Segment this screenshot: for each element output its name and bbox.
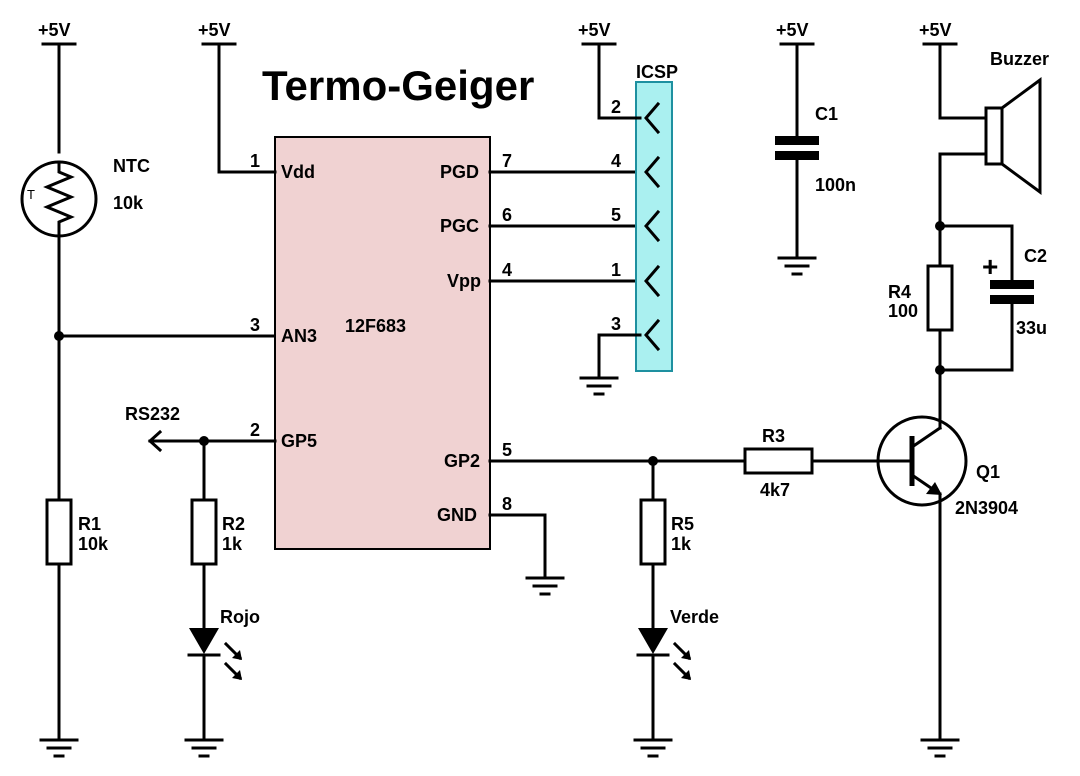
pin-num: 5	[502, 440, 512, 460]
transistor-q1: Q1 2N3904	[875, 415, 1018, 518]
vcc-buzzer: +5V	[919, 20, 958, 46]
vcc-ic: +5V	[198, 20, 237, 46]
r2-value: 1k	[222, 534, 243, 554]
r3-ref: R3	[762, 426, 785, 446]
vcc-label: +5V	[38, 20, 71, 40]
pin-num: 3	[250, 315, 260, 335]
c2-ref: C2	[1024, 246, 1047, 266]
icsp-header: ICSP 2 4 5 1 3	[597, 42, 678, 372]
vcc-ntc: +5V	[38, 20, 77, 46]
pin-name: AN3	[281, 326, 317, 346]
icsp-pin-num: 4	[611, 151, 621, 171]
ic-12f683: 12F683 1 Vdd 3 AN3 2 GP5 7 PGD 6 PGC 4 V…	[148, 42, 879, 572]
r5-value: 1k	[671, 534, 692, 554]
capacitor-c1: C1 100n	[775, 42, 856, 252]
r5-ref: R5	[671, 514, 694, 534]
resistor-r2: R2 1k	[190, 498, 245, 566]
q1-value: 2N3904	[955, 498, 1018, 518]
icsp-pin-num: 3	[611, 314, 621, 334]
vcc-label: +5V	[578, 20, 611, 40]
pin-name: GND	[437, 505, 477, 525]
resistor-r4: R4 100	[888, 264, 954, 332]
resistor-r3: R3 4k7	[743, 426, 814, 500]
ntc-thermistor: T NTC 10k	[20, 156, 150, 238]
resistor-r5: R5 1k	[639, 498, 694, 566]
ntc-value: 10k	[113, 193, 144, 213]
vcc-label: +5V	[776, 20, 809, 40]
buzzer-label: Buzzer	[990, 49, 1049, 69]
icsp-pin-num: 1	[611, 260, 621, 280]
schematic-title: Termo-Geiger	[262, 62, 534, 109]
r4-ref: R4	[888, 282, 911, 302]
vcc-label: +5V	[919, 20, 952, 40]
c1-ref: C1	[815, 104, 838, 124]
icsp-body	[635, 81, 673, 372]
capacitor-c2: + C2 33u	[982, 246, 1047, 338]
pin-name: PGC	[440, 216, 479, 236]
led-verde: Verde	[636, 607, 719, 681]
ic-body	[274, 136, 491, 550]
led-rojo-label: Rojo	[220, 607, 260, 627]
pin-name: Vdd	[281, 162, 315, 182]
gnd-c1	[777, 248, 817, 276]
c2-polarity: +	[982, 251, 998, 282]
pin-num: 7	[502, 151, 512, 171]
icsp-pin-num: 5	[611, 205, 621, 225]
icsp-pin-num: 2	[611, 97, 621, 117]
ntc-ref: NTC	[113, 156, 150, 176]
gnd-r1	[39, 730, 79, 758]
r1-ref: R1	[78, 514, 101, 534]
gnd-r2	[184, 730, 224, 758]
led-verde-label: Verde	[670, 607, 719, 627]
ntc-symbol-letter: T	[27, 187, 35, 202]
vcc-c1: +5V	[776, 20, 815, 46]
ic-part-label: 12F683	[345, 316, 406, 336]
q1-ref: Q1	[976, 462, 1000, 482]
r1-value: 10k	[78, 534, 109, 554]
gnd-q1	[920, 730, 960, 758]
r2-ref: R2	[222, 514, 245, 534]
gnd-r5	[633, 730, 673, 758]
pin-name: GP2	[444, 451, 480, 471]
buzzer: Buzzer	[938, 42, 1049, 228]
resistor-r1: R1 10k	[45, 498, 109, 566]
pin-name: PGD	[440, 162, 479, 182]
vcc-label: +5V	[198, 20, 231, 40]
led-rojo: Rojo	[187, 607, 260, 681]
r3-value: 4k7	[760, 480, 790, 500]
icsp-label: ICSP	[636, 62, 678, 82]
pin-num: 1	[250, 151, 260, 171]
pin-num: 6	[502, 205, 512, 225]
junction-c2	[935, 365, 945, 375]
c2-value: 33u	[1016, 318, 1047, 338]
pin-name: Vpp	[447, 271, 481, 291]
gnd-icsp	[579, 368, 619, 396]
pin-name: GP5	[281, 431, 317, 451]
gnd-ic	[525, 568, 565, 596]
pin-num: 4	[502, 260, 512, 280]
pin-num: 2	[250, 420, 260, 440]
pin-num: 8	[502, 494, 512, 514]
rs232-label: RS232	[125, 404, 180, 424]
rs232-net: RS232	[125, 404, 180, 453]
c1-value: 100n	[815, 175, 856, 195]
vcc-icsp: +5V	[578, 20, 617, 46]
r4-value: 100	[888, 301, 918, 321]
